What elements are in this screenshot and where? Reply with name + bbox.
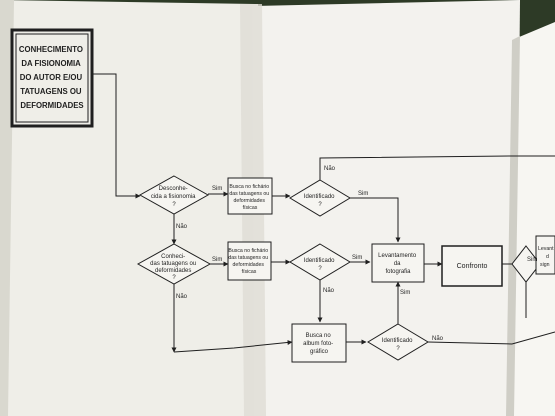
edge-label-nao: Não — [323, 288, 335, 294]
connector-d5-nao — [427, 341, 513, 345]
process-text: físicas — [243, 205, 258, 211]
process-text: das tatuagens ou — [229, 191, 269, 197]
right-page — [252, 0, 520, 416]
process-text: Busca no fichário — [228, 248, 268, 254]
fold-out-shadow — [506, 36, 520, 416]
svg-text:Identificado ?: Identificado ? — [304, 194, 336, 208]
process-text: deformidades — [234, 198, 266, 204]
process-text: sign — [540, 262, 550, 268]
svg-text:Identificado ?: Identificado ? — [304, 258, 336, 272]
process-p4: Confronto — [441, 245, 503, 287]
decision-text: ? — [396, 346, 400, 352]
process-text: gráfico — [310, 349, 329, 355]
edge-label-nao: Não — [176, 294, 188, 300]
process-text: físicas — [242, 269, 257, 275]
edge-label-nao: Não — [176, 224, 188, 230]
title-line: DO AUTOR E/OU — [20, 73, 83, 82]
title-line: CONHECIMENTO — [19, 45, 83, 54]
decision-d3: Identificado ? — [289, 179, 351, 217]
process-text: Busca no fichário — [229, 184, 269, 190]
decision-d1: Desconhe- cida a fisionomia ? — [138, 175, 210, 215]
process-text: d — [546, 254, 549, 260]
process-text: album foto- — [303, 341, 333, 347]
process-text: das tatuagens ou — [228, 255, 268, 261]
decision-d2: Conheci- das tatuagens ou deformidades ? — [136, 243, 212, 285]
svg-text:Busca no fichário das ta: Busca no fichário das tatuagens ou defor… — [229, 184, 270, 211]
title-line: TATUAGENS OU — [20, 87, 82, 96]
decision-text: das tatuagens ou — [150, 261, 196, 267]
svg-text:Conheci- das tatuagens o: Conheci- das tatuagens ou deformidades ? — [150, 254, 198, 281]
process-text: Busca no — [306, 333, 332, 339]
connector-title-to-d1 — [92, 73, 141, 199]
edge-label-sim: Sim — [358, 191, 368, 197]
process-text: deformidades — [233, 262, 265, 268]
decision-text: deformidades — [155, 268, 191, 274]
process-p5: Busca no album foto- gráfico — [291, 323, 347, 363]
decision-text: Identificado — [382, 338, 413, 344]
connector-bottom-foldout — [511, 331, 555, 345]
title-line: DA FISIONOMIA — [21, 59, 81, 68]
edge-label-sim: Sim — [527, 257, 537, 263]
connector-d3-nao — [319, 155, 515, 180]
connector-bottom-to-p5 — [173, 339, 293, 353]
connectors — [92, 73, 555, 353]
process-text: Levant — [538, 246, 554, 252]
decision-text: Conheci- — [161, 254, 185, 260]
connector-d3-to-p3 — [350, 197, 401, 243]
edge-label-sim: Sim — [400, 290, 410, 296]
process-p1: Busca no fichário das tatuagens ou defor… — [227, 177, 273, 215]
edge-labels: Sim Não Sim Não Sim Não Sim Não Sim Não … — [176, 166, 537, 342]
process-text: da — [394, 261, 401, 267]
decision-text: ? — [318, 202, 322, 208]
decision-text: Identificado — [304, 258, 335, 264]
decision-d5: Identificado ? — [367, 323, 429, 361]
title-line: DEFORMIDADES — [20, 101, 83, 110]
decision-text: Desconhe- — [159, 186, 188, 192]
edge-label-sim: Sim — [212, 186, 222, 192]
decision-d6 — [511, 245, 541, 283]
decision-d4: Identificado ? — [289, 243, 351, 281]
process-p2: Busca no fichário das tatuagens ou defor… — [227, 241, 272, 281]
decision-text: ? — [172, 202, 176, 208]
svg-text:Levant d sign: Levant d sign — [538, 246, 555, 268]
svg-text:Busca no fichário das ta: Busca no fichário das tatuagens ou defor… — [228, 248, 269, 275]
svg-text:Desconhe- cida a fisiono: Desconhe- cida a fisionomia ? — [151, 186, 197, 208]
process-p6: Levant d sign — [535, 235, 555, 275]
process-text: fotografia — [385, 269, 411, 275]
process-p3: Levantamento da fotografia — [371, 243, 425, 283]
svg-text:Busca no album foto-: Busca no album foto- gráfico — [303, 333, 335, 355]
svg-text:Levantamento da fo: Levantamento da fotografia — [378, 253, 418, 275]
edge-label-sim: Sim — [212, 257, 222, 263]
title-box: CONHECIMENTO DA FISIONOMIA DO AUTOR E/OU… — [10, 28, 94, 128]
decision-text: Identificado — [304, 194, 335, 200]
edge-label-sim: Sim — [352, 255, 362, 261]
decision-text: cida a fisionomia — [151, 194, 196, 200]
left-page — [0, 0, 262, 416]
svg-text:Identificado ?: Identificado ? — [382, 338, 414, 352]
process-text: Confronto — [457, 263, 488, 270]
edge-label-nao: Não — [324, 166, 336, 172]
edge-label-nao: Não — [432, 336, 444, 342]
decision-text: ? — [172, 275, 176, 281]
process-text: Levantamento — [378, 253, 417, 259]
svg-text:CONHECIMENTO DA FISIONOM: CONHECIMENTO DA FISIONOMIA DO AUTOR E/OU… — [19, 45, 85, 110]
decision-text: ? — [318, 266, 322, 272]
